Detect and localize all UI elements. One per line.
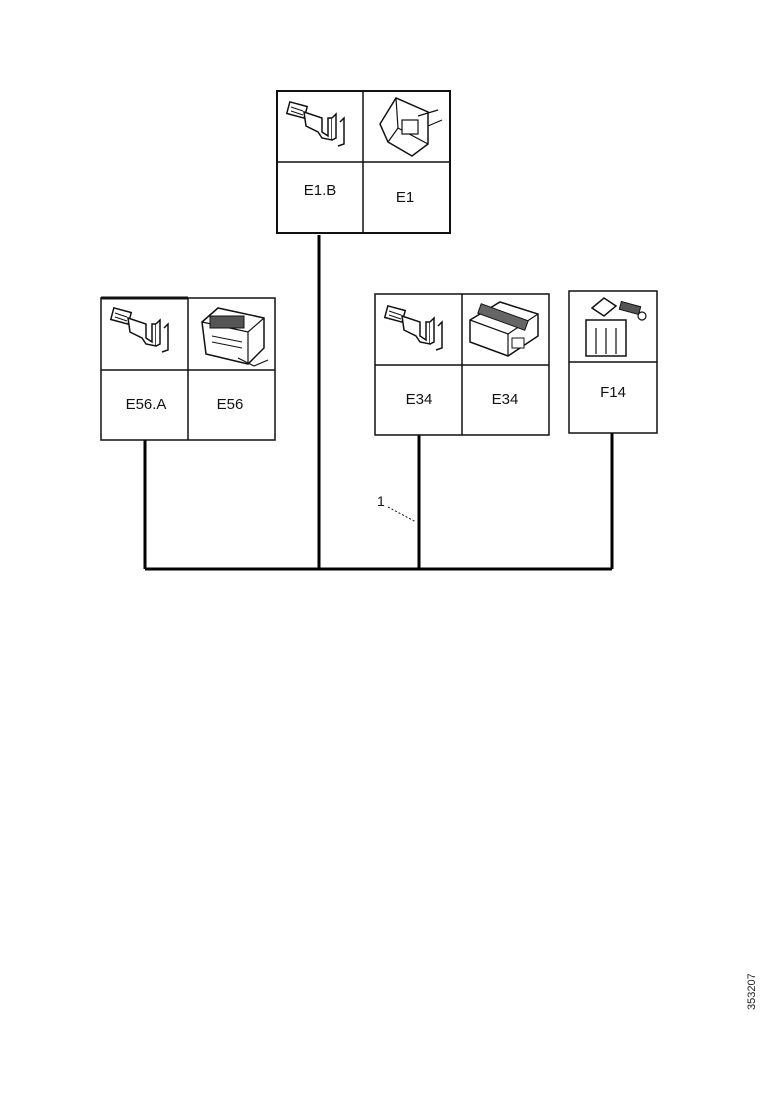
housing-label-e1: E1 (396, 189, 414, 206)
terminal-label-e34: E34 (406, 391, 433, 408)
callout-number: 1 (377, 493, 385, 509)
fuse-holder-icon (585, 297, 647, 357)
harness-callout: 1 (377, 493, 417, 523)
connector-housing-icon (379, 97, 443, 157)
terminal-label-e56a: E56.A (126, 396, 167, 413)
connector-housing-icon (469, 301, 539, 357)
connector-housing-icon (201, 307, 269, 367)
housing-label-f14: F14 (600, 384, 626, 401)
reference-number: 353207 (746, 973, 758, 1010)
housing-label-e56: E56 (217, 396, 244, 413)
connector-f14: F14 (568, 290, 658, 434)
harness-wires (143, 235, 614, 571)
connector-e56: E56.A E56 (100, 296, 276, 441)
terminal-label-e1b: E1.B (304, 182, 337, 199)
housing-label-e34: E34 (492, 391, 519, 408)
connector-e1: E1.B E1 (276, 90, 451, 234)
connector-e34: E34 E34 (374, 293, 550, 436)
